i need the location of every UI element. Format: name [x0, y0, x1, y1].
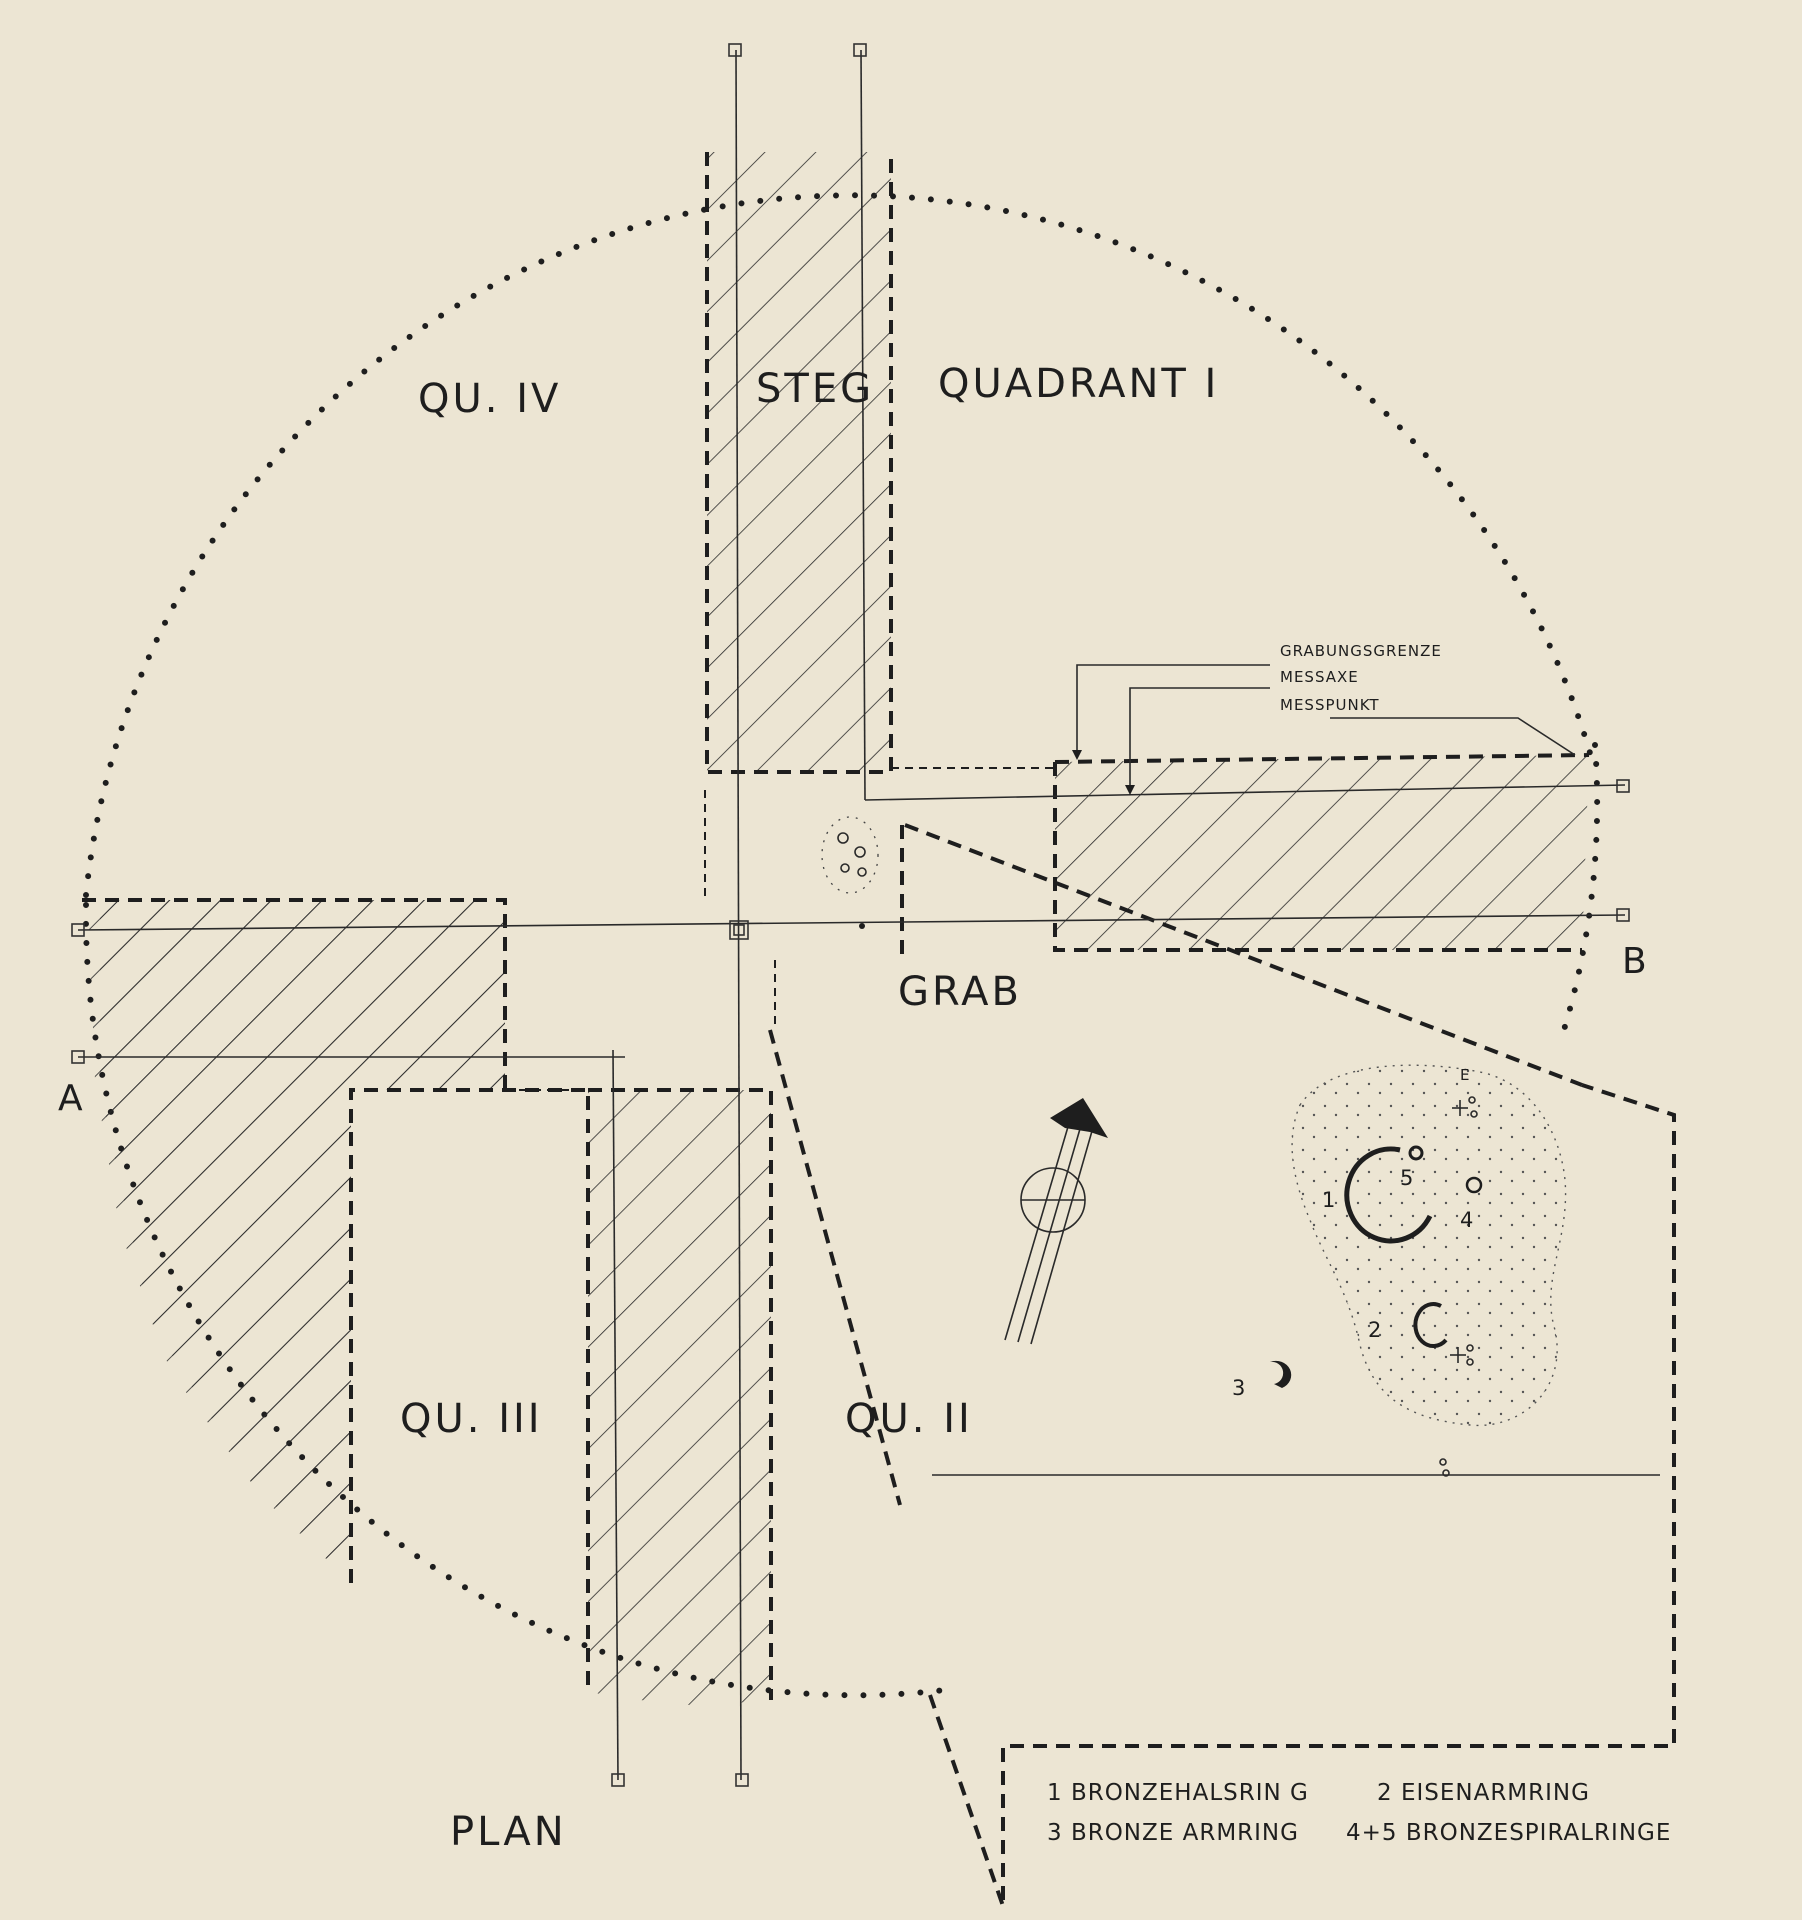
boundary-quadrant-1 [1053, 753, 1590, 952]
boundary-quadrant-2-sw [768, 1029, 902, 1506]
legend-item-1: 1 BRONZEHALSRIN G [1047, 1780, 1309, 1806]
boundary-quadrant-3 [349, 1088, 773, 1700]
key-messpunkt: MESSPUNKT [1280, 696, 1380, 714]
key-grabungsgrenze: GRABUNGSGRENZE [1280, 642, 1442, 660]
boundary-quadrant-2-lower [1001, 1083, 1676, 1900]
label-quadrant-1: QUADRANT I [938, 361, 1219, 407]
label-point-e: E [1460, 1066, 1470, 1084]
find-label-4: 4 [1460, 1208, 1473, 1232]
stone-cluster [821, 816, 879, 894]
boundary-quadrant-4-west [82, 898, 507, 1090]
find-2-iron-armring-icon [1413, 1302, 1448, 1348]
boundary-thin-centre [505, 767, 1055, 1091]
measuring-points [71, 43, 1630, 1787]
label-steg: STEG [756, 366, 874, 412]
key-leader-lines [1072, 664, 1576, 795]
plan-title: PLAN [450, 1809, 567, 1855]
steg-east [1055, 755, 1589, 950]
north-arrow-icon [1004, 1098, 1108, 1345]
boundary-quadrant-4 [705, 152, 893, 774]
legend-item-3: 3 BRONZE ARMRING [1047, 1820, 1299, 1846]
find-4-spiralring-icon [1465, 1176, 1483, 1194]
steg-west-upper [88, 900, 505, 1583]
find-label-2: 2 [1368, 1318, 1381, 1342]
label-point-a: A [58, 1078, 85, 1119]
boundary-grab-diagonal [904, 823, 1583, 1087]
label-quadrant-2: QU. II [845, 1396, 973, 1442]
boundary-quadrant-2-se [928, 1694, 1005, 1907]
bone-marks [1439, 1096, 1478, 1477]
steg-south [588, 1090, 771, 1706]
legend-item-2: 2 EISENARMRING [1377, 1780, 1590, 1806]
measurement-axes [77, 49, 1660, 1781]
key-messaxe: MESSAXE [1280, 668, 1359, 686]
find-5-spiralring-icon [1408, 1145, 1424, 1161]
legend-item-4-5: 4+5 BRONZESPIRALRINGE [1346, 1820, 1671, 1846]
find-label-1: 1 [1322, 1188, 1335, 1212]
centre-marker [859, 923, 865, 929]
label-quadrant-3: QU. III [400, 1396, 543, 1442]
find-1-neckring-icon [1344, 1146, 1433, 1244]
label-grab: GRAB [898, 969, 1022, 1015]
find-label-3: 3 [1232, 1376, 1245, 1400]
grave-pit [1291, 1064, 1567, 1427]
find-3-bronze-armring-icon [1270, 1360, 1292, 1388]
find-label-5: 5 [1400, 1166, 1413, 1190]
label-quadrant-4: QU. IV [418, 376, 561, 422]
mound-outline-north [83, 192, 1595, 898]
label-point-b: B [1622, 941, 1649, 982]
